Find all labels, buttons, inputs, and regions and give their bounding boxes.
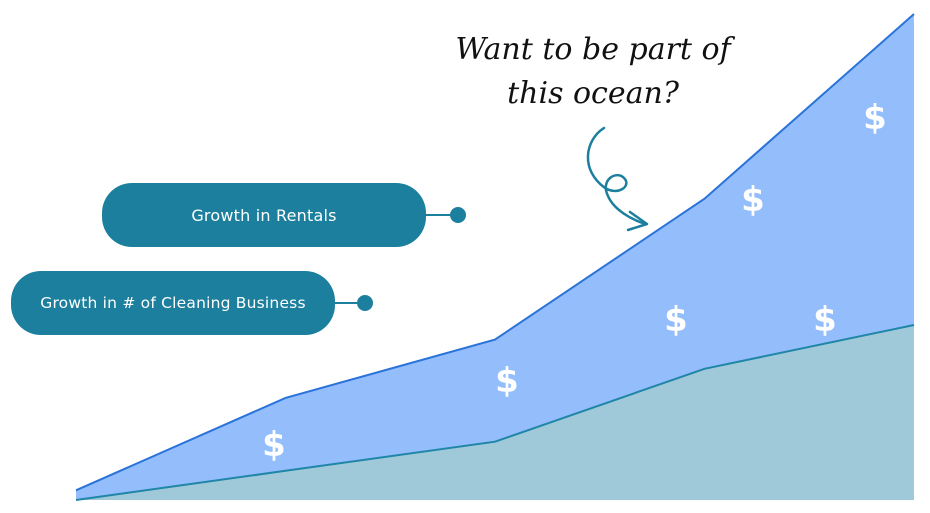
- dollar-markers: $ $ $ $ $ $: [262, 98, 887, 465]
- annotation-line-1: Want to be part of: [455, 32, 731, 67]
- legend-connector-cleaning: [335, 302, 365, 304]
- legend-dot-cleaning: [357, 295, 373, 311]
- legend-pill-cleaning: Growth in # of Cleaning Business: [11, 271, 335, 335]
- legend-pill-rentals: Growth in Rentals: [102, 183, 426, 247]
- dollar-marker: $: [664, 300, 688, 340]
- legend-dot-rentals: [450, 207, 466, 223]
- annotation-line-2: this ocean?: [507, 76, 679, 111]
- chart-annotation: Want to be part of this ocean?: [448, 28, 738, 116]
- legend-connector-rentals: [426, 214, 456, 216]
- dollar-marker: $: [741, 180, 765, 220]
- line-cleaning: [75, 324, 915, 501]
- dollar-marker: $: [495, 361, 519, 401]
- line-rentals: [75, 13, 915, 492]
- dollar-marker: $: [813, 300, 837, 340]
- area-cleaning: [76, 325, 914, 500]
- dollar-marker: $: [262, 425, 286, 465]
- arrow-head-icon: [626, 210, 649, 232]
- curly-arrow-icon: [586, 126, 648, 226]
- dollar-marker: $: [863, 98, 887, 138]
